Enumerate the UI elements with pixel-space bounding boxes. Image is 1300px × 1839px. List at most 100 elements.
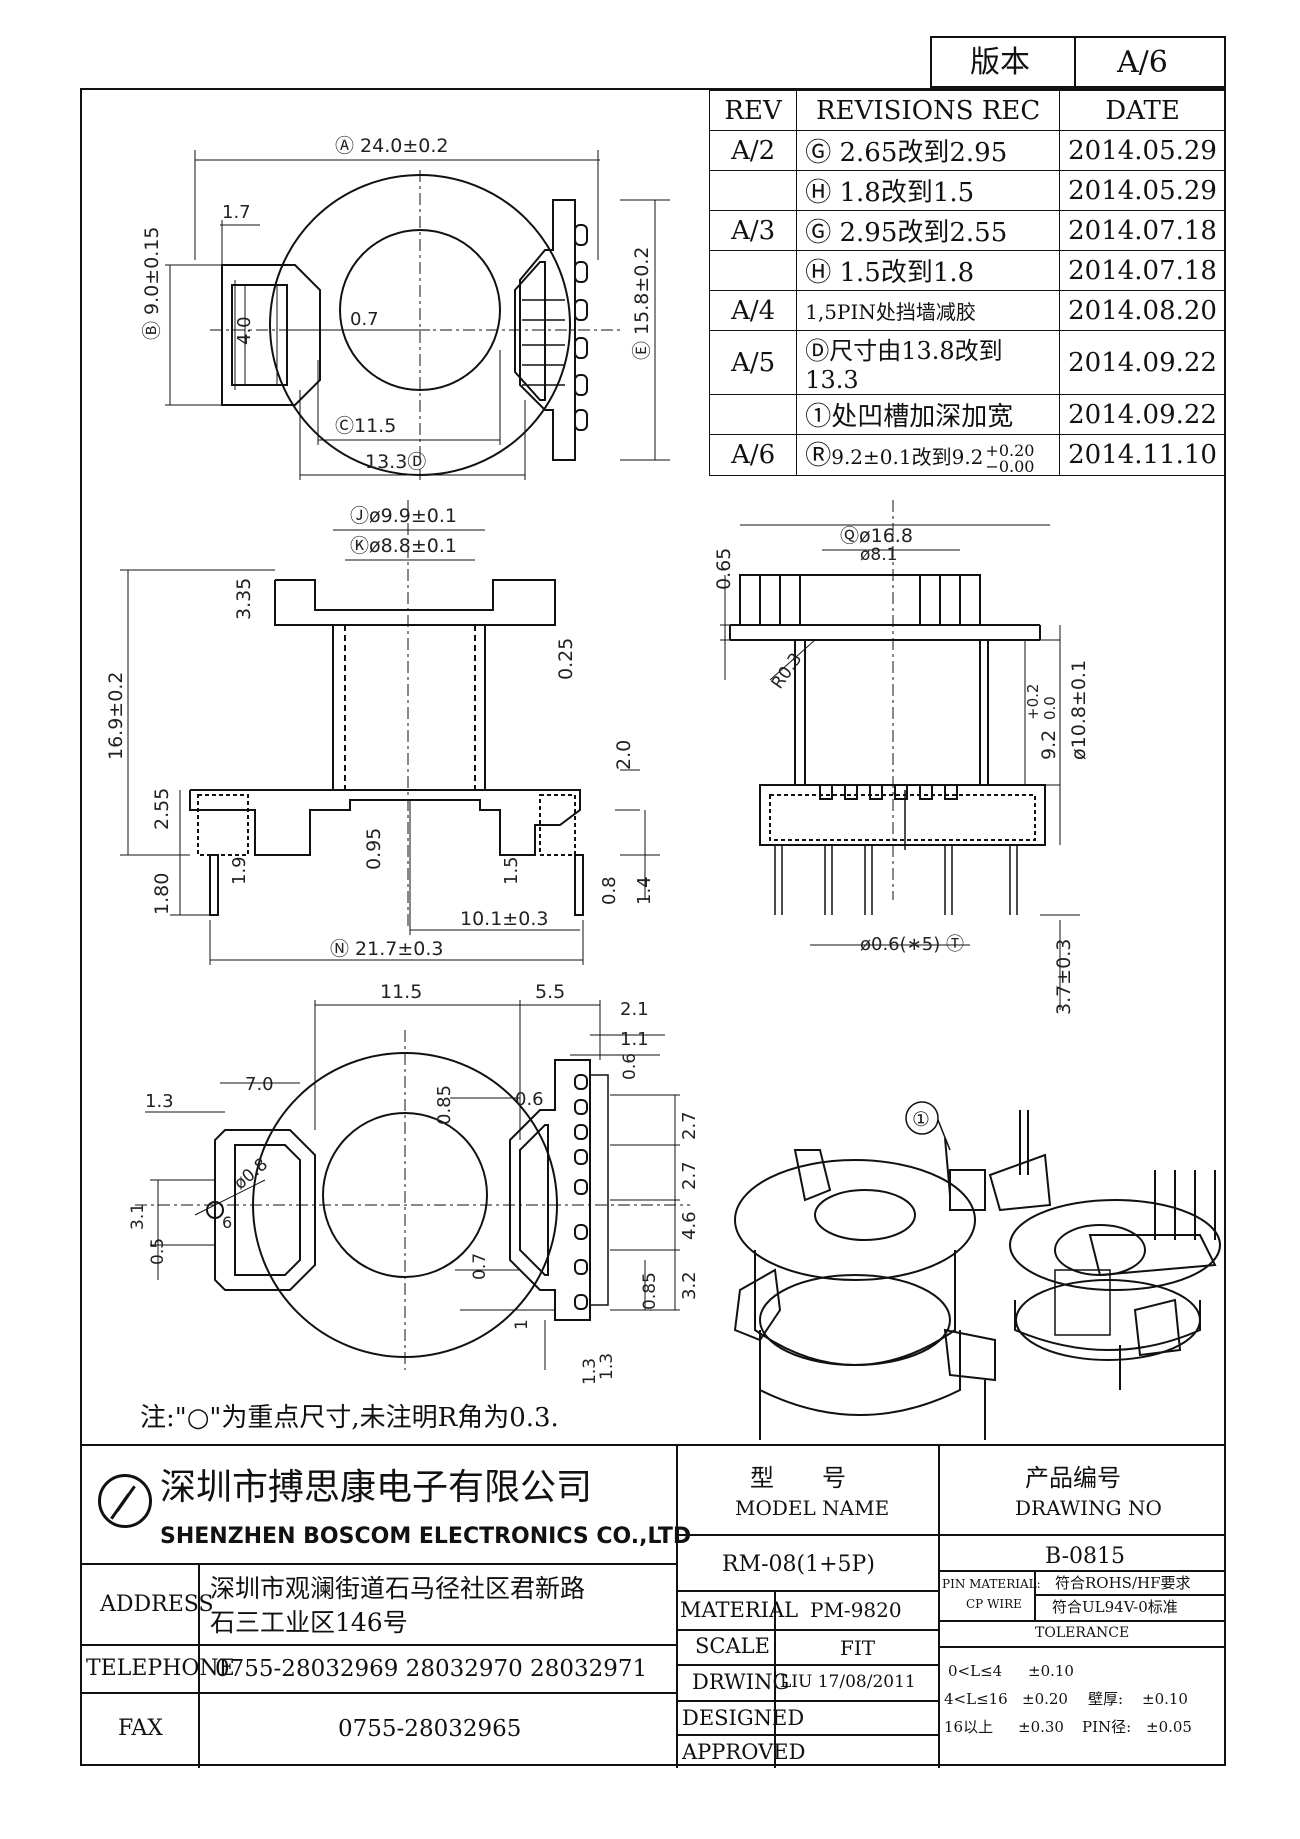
dim-3-2: 3.2 <box>679 1271 700 1300</box>
revision-row: Ⓗ 1.8改到1.5 2014.05.29 <box>708 170 1226 211</box>
dim-r-tol-down: 0.0 <box>1041 696 1059 720</box>
drawing-label-cn: 产品编号 <box>1025 1464 1121 1492</box>
dim-k: Ⓚø8.8±0.1 <box>350 535 457 557</box>
tol-range-3: 16以上 <box>944 1718 994 1736</box>
dim-0-6: 0.6 <box>620 1053 640 1080</box>
isometric-view-rear <box>988 1110 1221 1390</box>
dim-1: 1 <box>512 1319 532 1330</box>
revision-row: A/2 Ⓖ 2.65改到2.95 2014.05.29 <box>708 130 1226 171</box>
tol-value-2: ±0.20 <box>1022 1690 1068 1708</box>
tol-value-1: ±0.10 <box>1028 1662 1074 1680</box>
callout-1: ① <box>912 1107 930 1131</box>
drwing-label: DRWING <box>692 1670 790 1694</box>
model-label-cn: 型 号 <box>750 1464 846 1492</box>
dim-q: Ⓠø16.8 <box>840 525 913 547</box>
telephone-label: TELEPHONE <box>86 1656 235 1681</box>
dim-v1: 11.5 <box>380 981 422 1003</box>
wall-label: 壁厚: <box>1088 1690 1124 1708</box>
address-line2: 石三工业区146号 <box>210 1608 408 1637</box>
side-view-dimension-lines <box>120 500 660 965</box>
dim-b: Ⓑ 9.0±0.15 <box>141 227 163 340</box>
scale-label: SCALE <box>695 1634 770 1658</box>
dim-1-4: 1.4 <box>634 876 655 905</box>
dim-d: 13.3Ⓓ <box>365 451 426 473</box>
side-view <box>189 579 584 916</box>
drwing-value: LIU 17/08/2011 <box>780 1672 916 1692</box>
dim-s: ø10.8±0.1 <box>1068 660 1090 760</box>
tol-value-3: ±0.30 <box>1018 1718 1064 1736</box>
revision-row: A/3 Ⓖ 2.95改到2.55 2014.07.18 <box>708 210 1226 251</box>
rohs-value: 符合ROHS/HF要求 <box>1055 1574 1191 1592</box>
dim-i: 3.35 <box>233 578 255 620</box>
tol-range-2: 4<L≤16 <box>944 1690 1008 1708</box>
dim-1-7: 1.7 <box>222 202 251 223</box>
drawing-note: 注:"○"为重点尺寸,未注明R角为0.3. <box>140 1403 559 1433</box>
dim-0-85b: 0.85 <box>640 1272 660 1310</box>
ul-value: 符合UL94V-0标准 <box>1052 1598 1178 1616</box>
company-name-en: SHENZHEN BOSCOM ELECTRONICS CO.,LTD <box>160 1524 692 1549</box>
revision-row: A/6 Ⓡ9.2±0.1改到9.2+0.20−0.00 2014.11.10 <box>708 434 1226 476</box>
dim-0-7b: 0.7 <box>470 1253 490 1280</box>
cp-wire-label: CP WIRE <box>966 1597 1022 1611</box>
model-value: RM-08(1+5P) <box>722 1552 875 1577</box>
designed-label: DESIGNED <box>682 1706 805 1730</box>
dim-t: ø0.6(∗5) Ⓣ <box>860 934 964 955</box>
dim-2-1: 2.1 <box>620 999 649 1020</box>
company-name-cn: 深圳市搏思康电子有限公司 <box>160 1467 593 1508</box>
drawing-value: B-0815 <box>1045 1544 1125 1569</box>
fax-label: FAX <box>118 1716 163 1741</box>
dim-a: Ⓐ 24.0±0.2 <box>335 135 448 157</box>
top-view <box>221 174 588 476</box>
dim-1-1: 1.1 <box>620 1029 649 1050</box>
address-line1: 深圳市观澜街道石马径社区君新路 <box>210 1574 586 1603</box>
dim-0-5: 0.5 <box>148 1238 168 1265</box>
dim-0-85: 0.85 <box>434 1085 455 1125</box>
isometric-view-front <box>733 1137 996 1440</box>
pin-dia-label: PIN径: <box>1082 1718 1132 1736</box>
front-view <box>729 574 1046 915</box>
revision-row: A/4 1,5PIN处挡墙减胶 2014.08.20 <box>708 290 1226 331</box>
model-label-en: MODEL NAME <box>735 1496 890 1520</box>
wall-value: ±0.10 <box>1142 1690 1188 1708</box>
dim-n: Ⓝ 21.7±0.3 <box>330 938 443 960</box>
drawing-frame <box>80 88 1226 1766</box>
version-value: A/6 <box>1117 45 1168 80</box>
fax-value: 0755-28032965 <box>338 1716 522 1742</box>
dim-3-7: 3.7±0.3 <box>1053 939 1075 1015</box>
dim-4-0: 4.0 <box>234 316 255 345</box>
tol-range-1: 0<L≤4 <box>948 1662 1003 1680</box>
dim-1-3c: 1.3 <box>580 1358 600 1385</box>
dim-7-0: 7.0 <box>245 1074 274 1095</box>
dim-q-inner: ø8.1 <box>860 545 897 565</box>
revision-row: A/5 Ⓓ尺寸由13.8改到13.3 2014.09.22 <box>708 330 1226 395</box>
dim-dia-0-8: ø0.8 <box>230 1154 272 1193</box>
title-block: 深圳市搏思康电子有限公司 SHENZHEN BOSCOM ELECTRONICS… <box>80 1444 1226 1768</box>
material-value: PM-9820 <box>810 1598 902 1622</box>
dim-v2: 5.5 <box>535 981 565 1003</box>
telephone-value: 0755-28032969 28032970 28032971 <box>215 1656 648 1682</box>
front-view-dimension-lines <box>720 500 1080 1010</box>
top-view-dimension-lines <box>165 150 670 480</box>
dim-l: 2.0 <box>613 740 635 770</box>
revision-row: ①处凹槽加深加宽 2014.09.22 <box>708 394 1226 435</box>
dim-1-3: 1.3 <box>597 1353 617 1380</box>
dim-e: Ⓔ 15.8±0.2 <box>631 247 653 360</box>
company-logo <box>98 1474 152 1528</box>
rec-header: REVISIONS REC <box>796 90 1061 131</box>
dim-h: 1.80 <box>151 873 173 915</box>
dim-g: 2.55 <box>151 788 173 830</box>
dim-o: 0.95 <box>363 828 385 870</box>
scale-value: FIT <box>840 1636 876 1660</box>
dim-2-7a: 2.7 <box>679 1111 700 1140</box>
dim-r: 9.2 <box>1038 730 1060 760</box>
version-box: 版本 A/6 <box>930 36 1226 88</box>
dim-0-6-grey: 0.6 <box>515 1089 544 1110</box>
approved-label: APPROVED <box>682 1740 806 1764</box>
dim-r-0-3: R0.3 <box>768 650 807 693</box>
pin-dia-value: ±0.05 <box>1146 1718 1192 1736</box>
dim-6: 6 <box>222 1213 232 1232</box>
dim-1-3b: 1.3 <box>145 1091 174 1112</box>
address-label: ADDRESS <box>100 1592 214 1617</box>
dim-f: 16.9±0.2 <box>105 672 127 760</box>
dim-3-1: 3.1 <box>128 1203 148 1230</box>
